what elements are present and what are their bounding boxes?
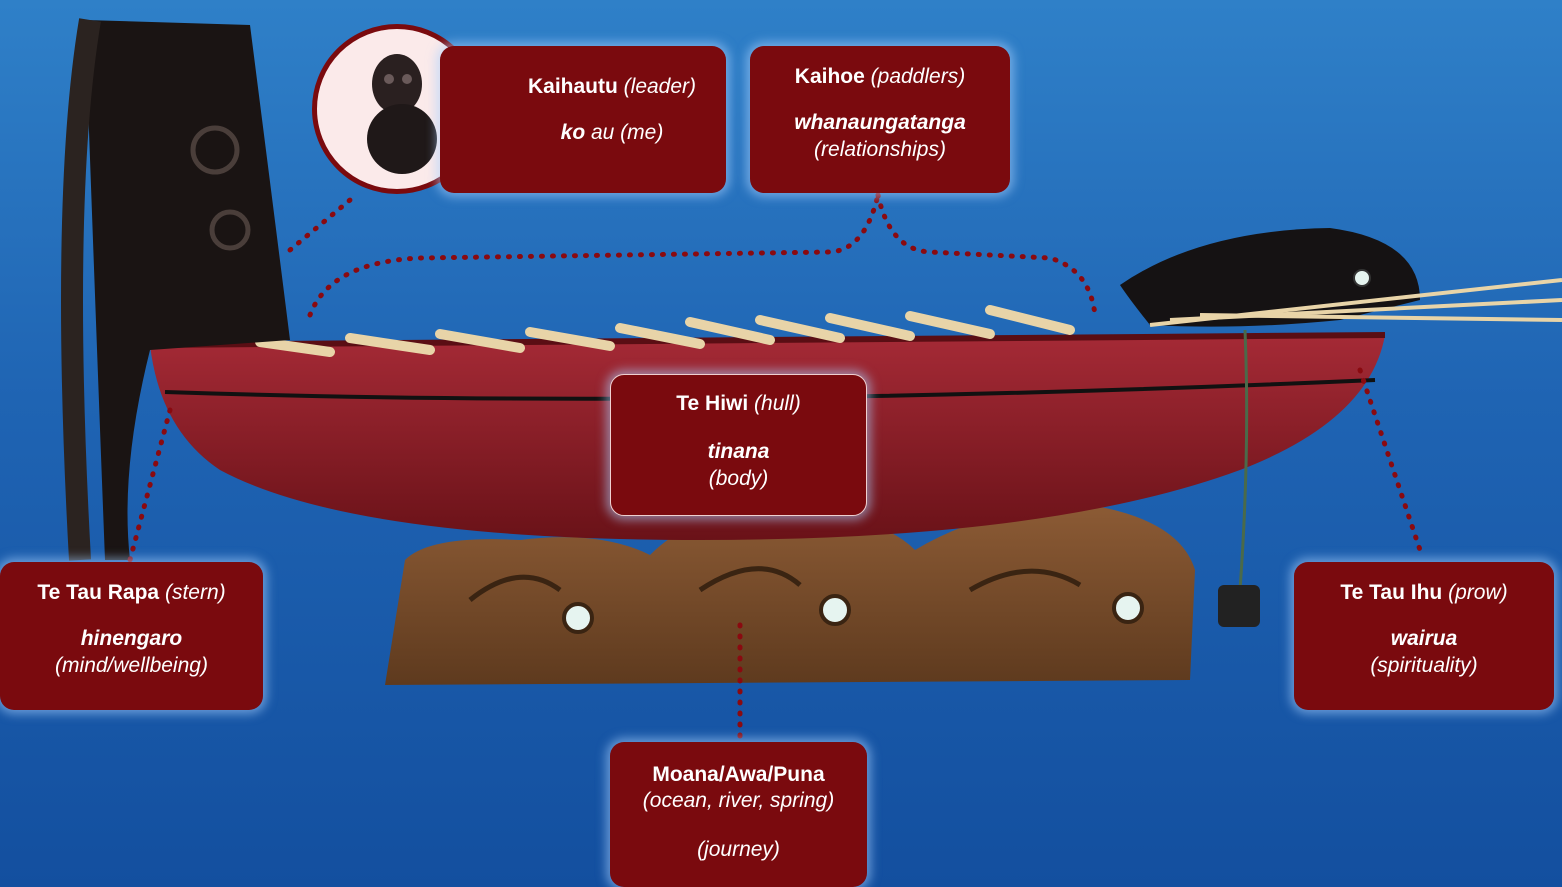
te-hiwi-title-english: (hull) xyxy=(754,392,801,415)
kaihautu-title: Kaihautu xyxy=(528,75,618,98)
te-hiwi-title: Te Hiwi xyxy=(676,392,748,415)
te-tau-ihu-label: Te Tau Ihu (prow) wairua (spirituality) xyxy=(1294,562,1554,710)
te-tau-ihu-meaning: (spirituality) xyxy=(1300,653,1548,679)
moana-label: Moana/Awa/Puna (ocean, river, spring) (j… xyxy=(610,742,867,887)
te-tau-rapa-title: Te Tau Rapa xyxy=(37,581,159,604)
te-tau-rapa-maori: hinengaro xyxy=(6,626,257,652)
kaihoe-meaning: (relationships) xyxy=(758,137,1002,163)
te-hiwi-meaning: (body) xyxy=(619,466,858,492)
kaihoe-title-english: (paddlers) xyxy=(871,65,966,88)
kaihoe-title: Kaihoe xyxy=(795,65,865,88)
moana-meaning: (ocean, river, spring) xyxy=(616,788,861,814)
te-tau-rapa-meaning: (mind/wellbeing) xyxy=(6,653,257,679)
kaihoe-maori: whanaungatanga xyxy=(758,110,1002,136)
te-tau-rapa-label: Te Tau Rapa (stern) hinengaro (mind/well… xyxy=(0,562,263,710)
kaihautu-meaning: au (me) xyxy=(585,121,663,144)
te-tau-ihu-title: Te Tau Ihu xyxy=(1340,581,1442,604)
te-tau-ihu-title-english: (prow) xyxy=(1448,581,1508,604)
moana-title: Moana/Awa/Puna xyxy=(616,762,861,788)
kaihautu-maori: ko xyxy=(561,121,586,144)
moana-journey: (journey) xyxy=(616,837,861,863)
kaihoe-label: Kaihoe (paddlers) whanaungatanga (relati… xyxy=(750,46,1010,193)
kaihautu-title-english: (leader) xyxy=(624,75,696,98)
te-hiwi-maori: tinana xyxy=(619,439,858,465)
kaihautu-label: Kaihautu (leader) ko au (me) xyxy=(440,46,726,193)
te-tau-rapa-title-english: (stern) xyxy=(165,581,226,604)
te-tau-ihu-maori: wairua xyxy=(1300,626,1548,652)
te-hiwi-label: Te Hiwi (hull) tinana (body) xyxy=(610,374,867,516)
